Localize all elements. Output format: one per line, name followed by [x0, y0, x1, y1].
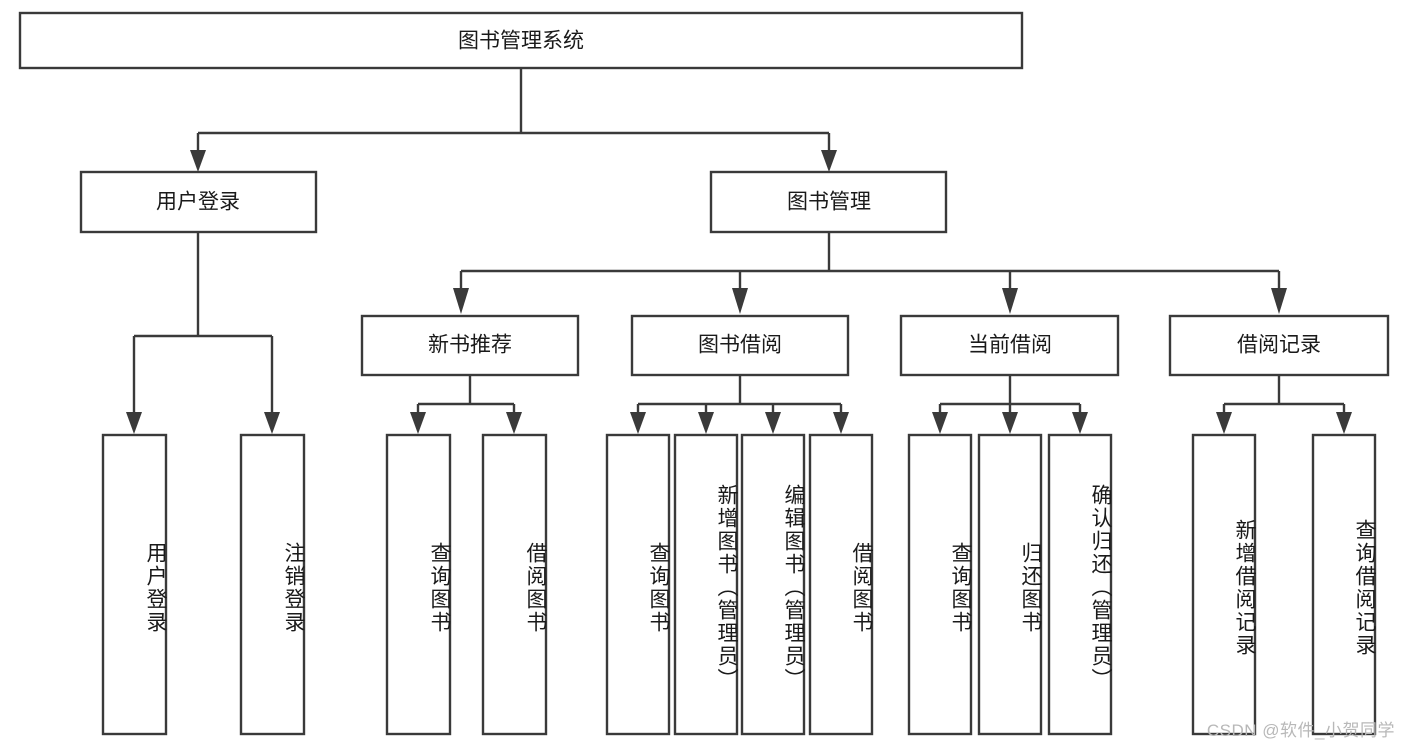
node-box-leaf-borrow-4[interactable] — [808, 433, 874, 736]
node-box-leaf-recommend-2[interactable] — [481, 433, 548, 736]
node-label-new-book-recommend: 新书推荐 — [428, 334, 512, 357]
connector-user-login-bus — [132, 232, 274, 414]
node-label-root: 图书管理系统 — [458, 30, 584, 53]
node-label-book-management: 图书管理 — [787, 191, 871, 214]
arrowhead-borrow-leaf-4 — [833, 412, 849, 434]
node-box-leaf-current-1[interactable] — [907, 433, 973, 736]
connectors-layer — [126, 68, 1352, 434]
arrowhead-record-leaf-1 — [1216, 412, 1232, 434]
node-box-user-login[interactable] — [79, 170, 318, 234]
connector-borrow-record-bus — [1222, 375, 1346, 414]
node-box-leaf-borrow-2[interactable] — [673, 433, 739, 736]
arrowhead-to-borrow-record — [1271, 288, 1287, 314]
arrowhead-recommend-leaf-1 — [410, 412, 426, 434]
connector-book-mgmt-bus — [459, 232, 1281, 290]
connector-book-borrow-bus — [636, 375, 843, 414]
node-box-leaf-record-1[interactable] — [1191, 433, 1257, 736]
node-box-root[interactable] — [18, 11, 1024, 70]
node-box-book-management[interactable] — [709, 170, 948, 234]
connector-new-book-recommend-bus — [416, 375, 516, 414]
node-box-leaf-user-login-1[interactable] — [101, 433, 168, 736]
node-box-leaf-borrow-1[interactable] — [605, 433, 671, 736]
node-box-book-borrow[interactable] — [630, 314, 850, 377]
arrowhead-borrow-leaf-3 — [765, 412, 781, 434]
arrowhead-to-current-borrow — [1002, 288, 1018, 314]
node-box-current-borrow[interactable] — [899, 314, 1120, 377]
arrowhead-root-to-user-login — [190, 150, 206, 172]
nodes-layer: 图书管理系统 用户登录 图书管理 新书推荐 图书借阅 当前借阅 借阅记录 — [18, 11, 1390, 736]
connector-root-bus — [196, 68, 831, 152]
arrowhead-current-leaf-3 — [1072, 412, 1088, 434]
node-label-book-borrow: 图书借阅 — [698, 334, 782, 357]
arrowhead-root-to-book-mgmt — [821, 150, 837, 172]
arrowhead-to-new-book-recommend — [453, 288, 469, 314]
node-box-leaf-recommend-1[interactable] — [385, 433, 452, 736]
node-label-current-borrow: 当前借阅 — [968, 334, 1052, 357]
node-box-borrow-record[interactable] — [1168, 314, 1390, 377]
node-box-leaf-borrow-3[interactable] — [740, 433, 806, 736]
node-label-borrow-record: 借阅记录 — [1237, 334, 1321, 357]
node-box-leaf-current-3[interactable] — [1047, 433, 1113, 736]
arrowhead-recommend-leaf-2 — [506, 412, 522, 434]
arrowhead-current-leaf-2 — [1002, 412, 1018, 434]
connector-current-borrow-bus — [938, 375, 1082, 414]
arrowhead-to-book-borrow — [732, 288, 748, 314]
arrowhead-user-login-leaf-2 — [264, 412, 280, 434]
node-label-user-login: 用户登录 — [156, 191, 240, 214]
arrowhead-user-login-leaf-1 — [126, 412, 142, 434]
node-box-leaf-user-login-2[interactable] — [239, 433, 306, 736]
node-box-leaf-record-2[interactable] — [1311, 433, 1377, 736]
arrowhead-borrow-leaf-2 — [698, 412, 714, 434]
arrowhead-record-leaf-2 — [1336, 412, 1352, 434]
watermark-text: CSDN @软件_小贺同学 — [1206, 721, 1395, 740]
arrowhead-current-leaf-1 — [932, 412, 948, 434]
node-box-leaf-current-2[interactable] — [977, 433, 1043, 736]
arrowhead-borrow-leaf-1 — [630, 412, 646, 434]
node-box-new-book-recommend[interactable] — [360, 314, 580, 377]
